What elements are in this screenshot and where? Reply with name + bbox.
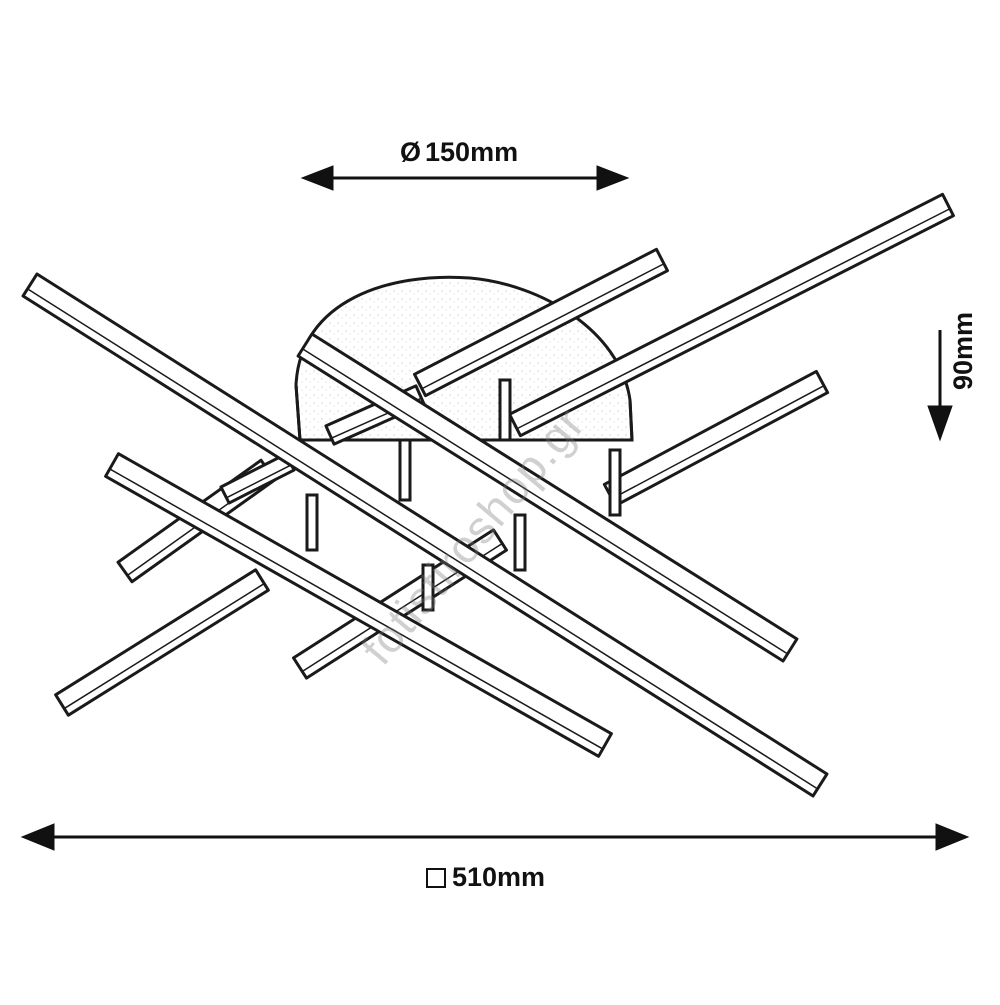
support-rods: [305, 378, 622, 612]
front-led-bars: [21, 272, 829, 798]
support-rod: [513, 513, 527, 572]
led-bar-diffuser-line: [421, 263, 665, 390]
dimension-arrows: [20, 165, 970, 851]
led-bar-body: [21, 272, 829, 798]
support-rod: [398, 438, 412, 502]
led-bar-diffuser-line: [611, 385, 825, 500]
square-symbol-icon: [426, 868, 446, 888]
support-rod: [305, 493, 319, 552]
support-rod: [608, 448, 622, 517]
led-bar-body: [602, 369, 830, 508]
led-bar-diffuser-line: [63, 582, 265, 710]
led-bar-diffuser-line: [226, 464, 292, 499]
diameter-arrow-right-head: [596, 165, 630, 191]
width-value: 510mm: [452, 862, 546, 892]
support-rod: [498, 378, 512, 442]
width-arrow-left-head: [20, 823, 55, 851]
led-bar: [54, 568, 270, 717]
diameter-value: 150mm: [425, 137, 519, 167]
led-bar: [412, 247, 670, 398]
led-bar-body: [296, 332, 799, 663]
diameter-arrow-left-head: [300, 165, 334, 191]
width-arrow-right-head: [935, 823, 970, 851]
led-bar: [296, 332, 799, 663]
canopy-rim: [294, 384, 634, 441]
led-bar: [21, 272, 829, 798]
led-bar-diffuser-line: [516, 208, 951, 430]
led-bar: [602, 369, 830, 508]
led-bar-diffuser-line: [302, 348, 788, 655]
height-arrow-head: [927, 405, 953, 442]
led-bar-diffuser-line: [109, 468, 604, 750]
led-bar-body: [104, 452, 613, 758]
height-label: 90mm: [948, 311, 978, 390]
led-bar: [508, 192, 955, 438]
led-bar-diffuser-line: [27, 288, 818, 790]
support-rod: [421, 563, 435, 612]
led-bar: [104, 452, 613, 758]
diameter-symbol: Ø: [400, 137, 422, 167]
led-bar-body: [54, 568, 270, 717]
width-label: 510mm: [426, 864, 545, 891]
height-value: 90mm: [948, 311, 978, 390]
